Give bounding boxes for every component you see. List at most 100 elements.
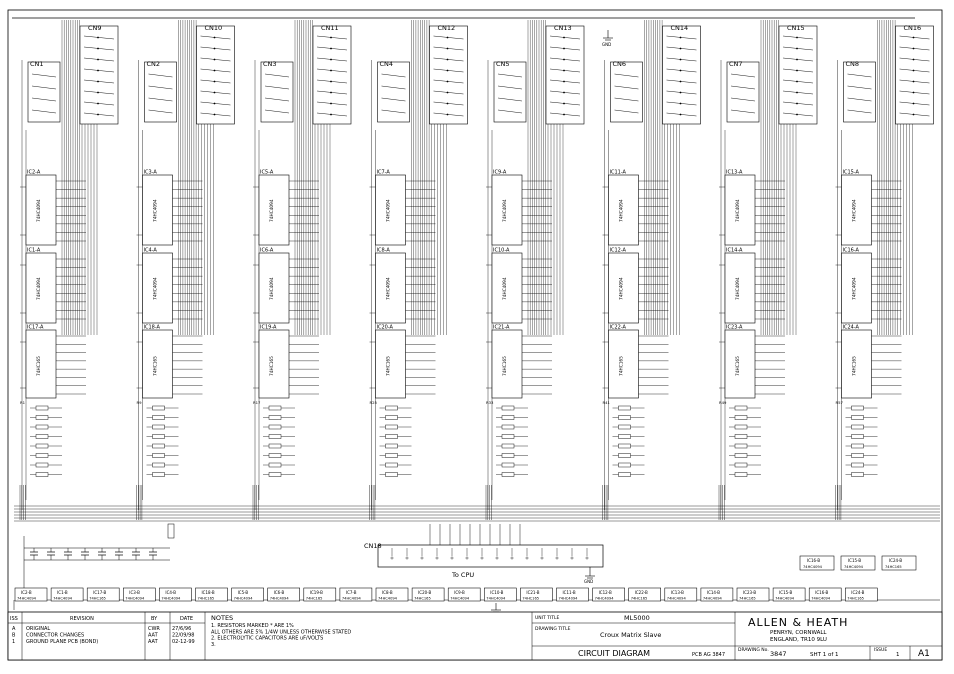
connector-top-pin: [666, 101, 697, 106]
ic-b-body: [724, 252, 756, 324]
connector-mid-pin: [847, 109, 872, 114]
schematic-column: CN10CN2IC3-A74HC4094IC4-A74HC4094IC18-A7…: [136, 20, 235, 520]
bottom-ic-part: 74HC165: [198, 597, 215, 601]
connector-mid-pin: [264, 73, 290, 78]
ic-a-body: [724, 174, 756, 246]
resistor: [734, 462, 748, 468]
connector-top-pin: [200, 68, 231, 73]
resistor: [35, 443, 49, 449]
connector-top-pin: [316, 57, 348, 62]
ic-a-body: [258, 174, 290, 246]
resistor: [35, 472, 49, 477]
connector-top-pin: [316, 46, 348, 51]
resistor: [35, 462, 49, 468]
resistor: [851, 415, 864, 420]
connector-top-pin: [782, 101, 814, 106]
bottom-ic-part: 74HC4094: [53, 597, 73, 601]
connector-top-pin: [666, 46, 697, 51]
bottom-ic-name: IC23-B: [743, 590, 756, 595]
bottom-ic-body: [628, 587, 661, 602]
company-address-2: ENGLAND, TR10 9LU: [770, 637, 827, 643]
ic-b-part: 74HC4094: [502, 277, 508, 300]
bottom-ic-part: 74HC4094: [811, 597, 831, 601]
connector-top-pin: [782, 35, 814, 40]
resistor: [152, 453, 165, 458]
ic-c-label: IC19-A: [260, 325, 277, 331]
resistor: [268, 443, 282, 449]
resistor: [152, 415, 165, 420]
ic-b-label: IC16-A: [843, 248, 860, 254]
connector-top-pin: [200, 57, 231, 62]
connector-top-pin: [83, 79, 115, 84]
resistor: [734, 434, 748, 439]
connector-top-dot: [679, 47, 682, 50]
connector-top-dot: [912, 47, 915, 50]
cn18-pin: [525, 556, 529, 560]
ic-b-part: 74HC4094: [153, 277, 159, 300]
revision-date: 02-12-99: [172, 639, 195, 645]
ic-a-label: IC13-A: [726, 170, 743, 176]
cn18-pin: [585, 556, 589, 560]
connector-top-dot: [679, 80, 682, 83]
ic-b-body: [258, 252, 290, 324]
resistor-ref: R9: [137, 400, 143, 405]
connector-top-dot: [679, 58, 682, 61]
resistor: [851, 434, 864, 439]
connector-mid-pin: [31, 85, 57, 90]
connector-mid-pin: [148, 109, 173, 114]
connector-top-dot: [446, 102, 449, 105]
gnd-symbol-cn18: GND: [584, 567, 595, 584]
connector-top-dot: [563, 58, 565, 61]
connector-top-pin: [83, 112, 115, 117]
ic-c-label: IC20-A: [377, 325, 394, 331]
connector-mid-outline: [610, 61, 643, 123]
resistor: [152, 424, 165, 430]
revision-date: 22/09/98: [172, 633, 194, 639]
connector-top-pin: [83, 35, 115, 40]
connector-top-dot: [679, 113, 682, 116]
ic-a-label: IC15-A: [843, 170, 860, 176]
ic-a-body: [142, 174, 173, 246]
connector-top-pin: [782, 46, 814, 51]
resistor: [501, 443, 515, 449]
connector-mid-pin: [497, 85, 523, 90]
resistor-ref: R17: [253, 400, 261, 405]
connector-top-dot: [912, 69, 915, 72]
connector-top-dot: [97, 47, 99, 50]
resistor: [501, 453, 515, 458]
connector-mid-pin: [148, 97, 173, 102]
connector-mid-pin: [497, 73, 523, 78]
bottom-ic-part: 74HC165: [414, 597, 431, 601]
ic-a-part: 74HC4094: [502, 199, 508, 222]
connector-top-dot: [679, 36, 682, 39]
connector-top-dot: [330, 102, 332, 105]
connector-top-pin: [200, 101, 231, 106]
resistor: [851, 472, 864, 477]
connector-top-pin: [200, 112, 231, 117]
gnd-symbol-top: GND: [602, 30, 613, 47]
resistor: [385, 405, 398, 411]
resistor: [268, 434, 282, 439]
cn18-pin: [465, 556, 469, 560]
ic-a-label: IC2-A: [27, 170, 41, 176]
bottom-ic-body: [86, 587, 120, 602]
revision-iss: A: [12, 626, 16, 632]
bottom-ic-part: 74HC4094: [234, 597, 254, 601]
connector-mid-pin: [381, 97, 406, 102]
drawing-no: 3847: [770, 650, 787, 658]
connector-mid-pin: [264, 109, 290, 114]
ic-b-body: [375, 252, 406, 324]
right-ic-body: [840, 555, 876, 571]
ic-b-body: [25, 252, 57, 324]
resistor: [385, 472, 398, 477]
note-line: ALL OTHERS ARE 5% 1/4W UNLESS OTHERWISE …: [211, 629, 351, 635]
connector-top-pin: [899, 35, 930, 40]
connector-top-dot: [912, 91, 915, 94]
connector-mid-pin: [614, 97, 639, 102]
revision-text: GROUND PLANE PCB (BOND): [26, 639, 98, 645]
connector-top-pin: [200, 79, 231, 84]
bottom-ic-part: 74HC4094: [270, 597, 290, 601]
connector-top-pin: [83, 68, 115, 73]
connector-mid-label: CN7: [729, 60, 743, 68]
